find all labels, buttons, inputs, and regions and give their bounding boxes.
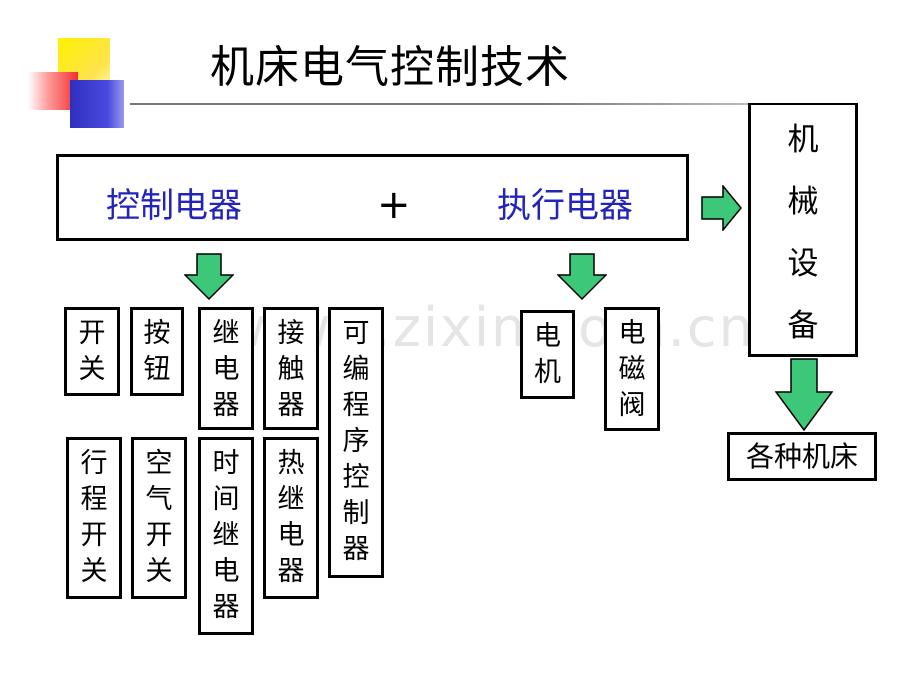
device-thermal-relay-char: 器 [277,556,305,587]
device-button-char: 按 [143,318,171,349]
main-box: 控制电器 + 执行电器 [56,154,689,241]
mechanical-char-1: 机 [787,122,819,158]
plus-sign: + [377,182,411,228]
mechanical-equipment-box: 机 械 设 备 [748,104,858,357]
device-relay: 继 电 器 [198,307,254,430]
device-air-switch-char: 空 [145,448,173,479]
device-plc-char: 可 [342,318,370,349]
device-time-relay: 时 间 继 电 器 [198,437,254,635]
page-title: 机床电气控制技术 [210,42,570,93]
device-air-switch-char: 气 [145,484,173,515]
device-contactor-char: 器 [277,390,305,421]
device-plc-char: 制 [342,498,370,529]
arrow-right-icon [701,185,742,231]
mechanical-char-4: 备 [787,308,819,344]
device-limit-switch-char: 开 [80,520,108,551]
title-divider [130,103,858,105]
decor-red-square [28,72,78,110]
arrow-down-icon [557,253,607,301]
device-relay-char: 器 [212,390,240,421]
mechanical-char-2: 械 [787,184,819,220]
device-time-relay-char: 电 [212,556,240,587]
device-thermal-relay-char: 电 [277,520,305,551]
device-switch-char: 开 [78,318,106,349]
watermark: www.zixin.com.cn [240,296,755,359]
device-relay-char: 继 [212,318,240,349]
device-button-char: 钮 [143,354,171,385]
device-contactor: 接 触 器 [263,307,319,430]
decor-blue-square [70,80,124,128]
device-solenoid-valve-char: 磁 [618,354,646,385]
device-plc-char: 器 [342,534,370,565]
device-solenoid-valve: 电 磁 阀 [604,307,660,431]
control-electrics-label: 控制电器 [106,186,242,226]
device-button: 按 钮 [130,307,184,396]
machine-tools-box: 各种机床 [727,432,877,481]
arrow-down-icon [775,358,833,432]
mechanical-char-3: 设 [787,246,819,282]
device-limit-switch-char: 程 [80,484,108,515]
execute-electrics-label: 执行电器 [497,186,633,226]
device-air-switch-char: 关 [145,556,173,587]
device-limit-switch-char: 行 [80,448,108,479]
mechanical-box-top-line [748,103,858,105]
device-thermal-relay: 热 继 电 器 [263,437,319,599]
device-plc-char: 程 [342,390,370,421]
device-motor: 电 机 [520,310,575,399]
device-switch-char: 关 [78,354,106,385]
device-plc: 可 编 程 序 控 制 器 [328,307,384,578]
device-time-relay-char: 继 [212,520,240,551]
device-motor-char: 电 [534,321,561,352]
device-solenoid-valve-char: 阀 [618,390,646,421]
device-plc-char: 控 [342,462,370,493]
device-time-relay-char: 间 [212,484,240,515]
device-air-switch-char: 开 [145,520,173,551]
device-relay-char: 电 [212,354,240,385]
device-air-switch: 空 气 开 关 [131,437,187,599]
device-plc-char: 序 [342,426,370,457]
device-thermal-relay-char: 继 [277,484,305,515]
device-time-relay-char: 器 [212,592,240,623]
device-contactor-char: 触 [277,354,305,385]
device-time-relay-char: 时 [212,448,240,479]
device-plc-char: 编 [342,354,370,385]
device-thermal-relay-char: 热 [277,448,305,479]
device-contactor-char: 接 [277,318,305,349]
device-limit-switch-char: 关 [80,556,108,587]
arrow-down-icon [184,253,234,301]
device-limit-switch: 行 程 开 关 [66,437,122,599]
device-motor-char: 机 [534,357,561,388]
device-switch: 开 关 [64,307,120,396]
device-solenoid-valve-char: 电 [618,318,646,349]
